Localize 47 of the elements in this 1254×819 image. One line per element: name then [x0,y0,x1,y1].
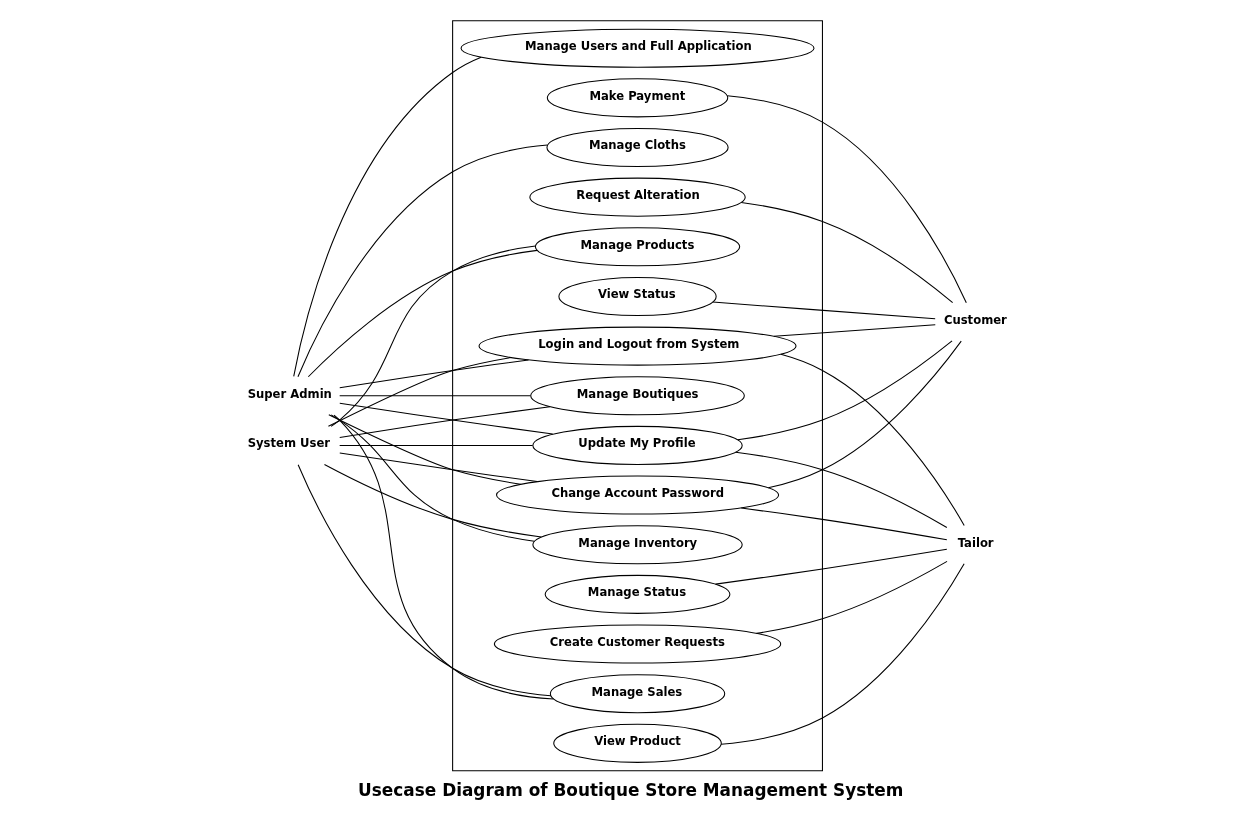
node-ellipse: Manage Status [544,574,730,614]
connector [711,301,936,320]
node-ellipse: Manage Users and Full Application [460,28,815,68]
connector [332,414,554,700]
node-ellipse: View Status [557,276,717,316]
node-ellipse: Manage Inventory [531,525,743,565]
node-ellipse: Make Payment [546,78,728,118]
connector [330,414,535,542]
connector [327,357,511,427]
node-ellipse: Manage Boutiques [529,376,745,416]
connector [338,444,533,446]
connector [740,507,947,541]
node-ellipse: Login and Logout from System [478,326,797,366]
connector [307,249,538,378]
connector [327,414,521,485]
connector [736,340,953,441]
node-ellipse: View Product [552,723,722,763]
connector [323,463,542,538]
connector [779,353,965,526]
connector [714,548,947,585]
connector [296,144,548,378]
connector [338,452,538,483]
connector [734,451,947,529]
connector [338,359,529,389]
node-ellipse: Change Account Password [495,475,779,515]
cluster [451,20,823,772]
connector [338,395,531,397]
connector [292,56,482,377]
connector [720,563,965,745]
connector [330,245,536,427]
node-ellipse: Create Customer Requests [493,624,781,664]
connector [767,340,962,489]
connector [740,201,953,304]
diagram-title: Usecase Diagram of Boutique Store Management System [357,779,903,800]
node-text: Customer [943,312,1007,327]
node-ellipse: Update My Profile [531,425,743,465]
node-text: Super Admin [247,386,332,401]
node-text: System User [247,436,330,451]
node-text: Tailor [957,535,994,550]
node-ellipse: Request Alteration [528,177,746,217]
connector [726,95,967,304]
node-ellipse: Manage Cloths [545,127,729,168]
connector [772,324,936,337]
connector [297,464,551,697]
node-ellipse: Manage Products [534,227,740,267]
connector [755,560,948,634]
node-ellipse: Manage Sales [549,674,725,714]
